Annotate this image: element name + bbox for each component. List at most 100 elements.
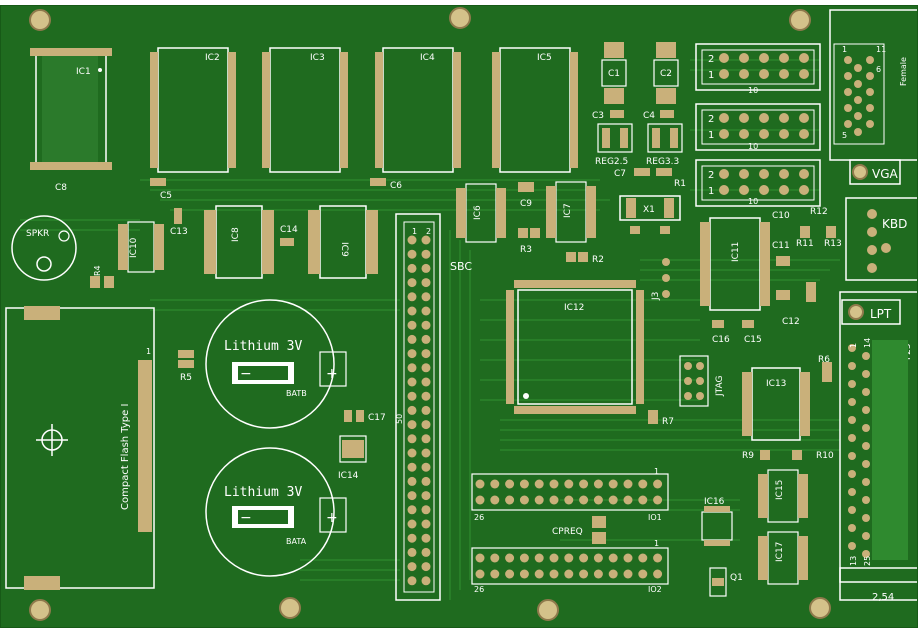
io-pin-pad: [593, 479, 603, 489]
ic16-chip: IC16: [701, 497, 733, 546]
vga-female: Female: [899, 57, 908, 86]
c3-label: C3: [592, 111, 604, 121]
sbc-pin-pad: [421, 562, 431, 572]
r13-label: R13: [824, 239, 842, 249]
q1-transistor: Q1: [709, 567, 743, 597]
c6-label: C6: [390, 181, 402, 191]
ic10-chip: IC10: [118, 221, 164, 273]
io-pin-pad: [475, 479, 485, 489]
io-pin-pad: [475, 553, 485, 563]
io1-pin1: 1: [654, 467, 659, 476]
sbc-pin-pad: [407, 562, 417, 572]
io-pin-pad: [608, 479, 618, 489]
c2-label: C2: [660, 69, 672, 79]
sbc-pin-pad: [421, 377, 431, 387]
sbc-pin-pad: [421, 320, 431, 330]
lpt-pin1: 1: [849, 343, 858, 348]
sbc-pin-pad: [421, 349, 431, 359]
io-pin-pad: [579, 495, 589, 505]
ic13-chip: IC13: [742, 367, 810, 441]
lpt-pin14: 14: [863, 338, 872, 348]
ic2-label: IC2: [205, 53, 220, 63]
spkr-label: SPKR: [26, 229, 49, 239]
ic15-chip: IC15: [758, 469, 808, 523]
io-pin-pad: [623, 495, 633, 505]
sbc-pin-pad: [421, 263, 431, 273]
ic4-label: IC4: [420, 53, 435, 63]
io2-header: 1 26 IO2: [471, 539, 669, 594]
header-box-2: 2 1 10: [695, 103, 821, 151]
ic14-label: IC14: [338, 471, 359, 481]
lpt-pin13: 13: [849, 556, 858, 566]
sbc-pin-pad: [421, 278, 431, 288]
io-pin-pad: [623, 479, 633, 489]
cf-label: Compact Flash Type I: [120, 404, 131, 510]
traces: [20, 59, 840, 600]
sbc-pin-pad: [407, 491, 417, 501]
header2-10: 10: [748, 142, 758, 151]
ic14-chip: IC14: [338, 435, 367, 481]
io-pin-pad: [475, 569, 485, 579]
sbc-pin-pad: [421, 306, 431, 316]
battery-b: Lithium 3V − + BATB: [205, 299, 347, 429]
sbc-pin-pad: [407, 363, 417, 373]
ic3-chip: IC3: [262, 47, 348, 173]
sbc-label: SBC: [450, 260, 472, 273]
io2-pin26: 26: [474, 585, 484, 594]
vga-label: VGA: [872, 167, 899, 181]
bat-a-plus: +: [326, 510, 338, 526]
sbc-pin-pad: [407, 320, 417, 330]
mount-hole: [789, 9, 811, 31]
vga-connector: 1 5 11 6 Female VGA: [829, 9, 918, 185]
io-pin-pad: [534, 495, 544, 505]
cf-pin1: 1: [146, 347, 151, 356]
ic8-label: IC8: [231, 227, 241, 242]
mount-hole: [29, 599, 51, 621]
sbc-pin-pad: [407, 420, 417, 430]
c16-label: C16: [712, 335, 730, 345]
io-pin-pad: [564, 495, 574, 505]
sbc-pin-pad: [421, 434, 431, 444]
mount-hole: [29, 9, 51, 31]
r11-label: R11: [796, 239, 814, 249]
mount-hole: [449, 7, 471, 29]
header1-pin1: 1: [708, 70, 714, 81]
jtag-header: JTAG: [679, 355, 725, 407]
r5-label: R5: [180, 373, 192, 383]
sbc-pin50: 50: [395, 414, 404, 424]
q1-label: Q1: [730, 573, 743, 583]
sbc-pin-pad: [407, 306, 417, 316]
r9-label: R9: [742, 451, 754, 461]
speaker: SPKR: [11, 215, 77, 281]
io-pin-pad: [593, 553, 603, 563]
j3-header: J3: [651, 258, 670, 301]
cpreq-jumper: CPREQ: [552, 516, 606, 544]
io-pin-pad: [519, 553, 529, 563]
bat-a-title: Lithium 3V: [224, 485, 302, 500]
sbc-pin-pad: [407, 576, 417, 586]
io1-header: 1 26 IO1: [471, 467, 669, 522]
io-pin-pad: [490, 495, 500, 505]
mount-hole: [537, 599, 559, 621]
io1-pin26: 26: [474, 513, 484, 522]
c15-label: C15: [744, 335, 762, 345]
io-pin-pad: [579, 553, 589, 563]
sbc-pin1: 1: [412, 227, 417, 236]
header-box-3: 2 1 10: [695, 159, 821, 207]
sbc-pin-pad: [407, 235, 417, 245]
header3-10: 10: [748, 197, 758, 206]
reg25-regulator: REG2.5: [595, 123, 633, 167]
c9-label: C9: [520, 199, 532, 209]
sbc-pin-pad: [407, 278, 417, 288]
ic1-chip: IC1: [30, 48, 112, 170]
ic9-label: IC9: [339, 242, 349, 257]
io-pin-pad: [534, 569, 544, 579]
c7-label: C7: [614, 169, 626, 179]
io-pin-pad: [653, 569, 663, 579]
io-pin-pad: [490, 553, 500, 563]
mounting-holes: [29, 7, 831, 621]
c8-label: C8: [55, 183, 67, 193]
ic3-label: IC3: [310, 53, 325, 63]
sbc-pin-pad: [407, 519, 417, 529]
